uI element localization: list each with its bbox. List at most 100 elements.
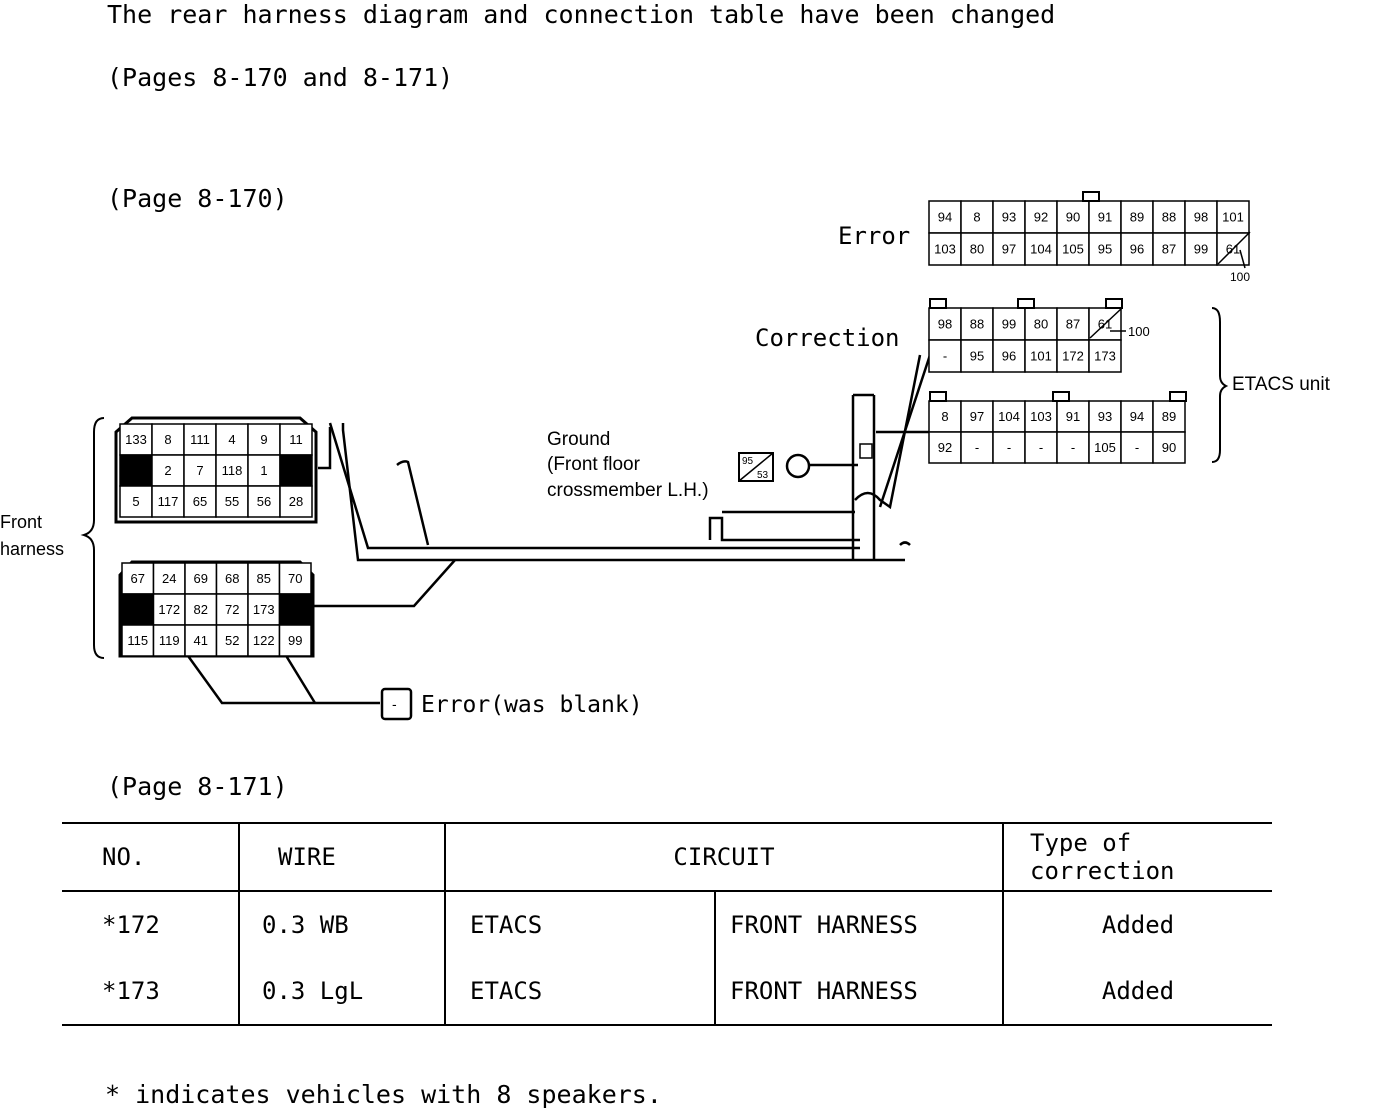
pin-number: 103 bbox=[1030, 409, 1052, 424]
connector-pin bbox=[1056, 431, 1090, 464]
pin-number: 92 bbox=[938, 440, 952, 455]
pin-number: 11 bbox=[289, 432, 303, 447]
blocked-pin bbox=[278, 593, 312, 626]
pin-number: 133 bbox=[125, 432, 147, 447]
cell-wire: 0.3 LgL bbox=[239, 958, 446, 1025]
pin-number: 93 bbox=[1002, 210, 1016, 225]
connector-pin bbox=[184, 624, 218, 657]
pin-number: 85 bbox=[257, 571, 271, 586]
pin-number: 99 bbox=[288, 633, 302, 648]
intro-line-2: (Pages 8-170 and 8-171) bbox=[107, 63, 454, 92]
table-row: *172 0.3 WB ETACS FRONT HARNESS Added bbox=[62, 891, 1272, 958]
pin-number: 69 bbox=[194, 571, 208, 586]
header-no: NO. bbox=[62, 823, 240, 891]
connector-pin bbox=[247, 562, 281, 595]
pin-number: 2 bbox=[164, 463, 171, 478]
connector-pin bbox=[1088, 431, 1122, 464]
connector-pin bbox=[121, 624, 155, 657]
pin-number: 96 bbox=[1130, 242, 1144, 257]
cell-type: Added bbox=[1101, 977, 1175, 1005]
connector-pin bbox=[279, 485, 313, 518]
pin-number: 68 bbox=[225, 571, 239, 586]
front-harness-label-2: harness bbox=[0, 539, 64, 559]
pin-number: 101 bbox=[1030, 349, 1052, 364]
pin-number: 94 bbox=[1130, 409, 1144, 424]
front-harness-brace bbox=[80, 417, 105, 659]
pin-number: - bbox=[943, 349, 947, 364]
ground-label-2: (Front floor bbox=[547, 454, 641, 475]
connector-pin bbox=[278, 624, 312, 657]
ground-point bbox=[785, 453, 811, 479]
connector-pin bbox=[960, 200, 994, 234]
pin-number: 8 bbox=[973, 210, 980, 225]
pin-number: 173 bbox=[1094, 349, 1116, 364]
pin-number: 87 bbox=[1066, 317, 1080, 332]
connector-pin bbox=[1024, 200, 1058, 234]
connector-pin bbox=[247, 423, 281, 456]
connector-pin bbox=[992, 232, 1026, 266]
table-row: *173 0.3 LgL ETACS FRONT HARNESS Added bbox=[62, 958, 1272, 1025]
connector-pin bbox=[960, 339, 994, 373]
pin-number: 67 bbox=[131, 571, 145, 586]
pin-number: 91 bbox=[1098, 210, 1112, 225]
cell-circuit-to: FRONT HARNESS bbox=[715, 958, 1004, 1025]
pin-number: 8 bbox=[164, 432, 171, 447]
header-type: Type of correction bbox=[1030, 829, 1175, 885]
pin-number: 172 bbox=[1062, 349, 1084, 364]
ground-connector: 95 53 bbox=[738, 452, 774, 482]
etacs-brace bbox=[1211, 307, 1229, 463]
pin-number: 65 bbox=[193, 494, 207, 509]
pin-number: 56 bbox=[257, 494, 271, 509]
blank-box-symbol-text: - bbox=[392, 696, 397, 712]
ground-label-3: crossmember L.H.) bbox=[547, 480, 709, 501]
pin-number: 28 bbox=[289, 494, 303, 509]
connector-pin bbox=[1216, 200, 1250, 234]
ground-label-1: Ground bbox=[547, 429, 610, 450]
footnote: * indicates vehicles with 8 speakers. bbox=[105, 1080, 662, 1109]
connector-pin bbox=[1024, 232, 1058, 266]
pin-number: 101 bbox=[1222, 210, 1244, 225]
connector-pin bbox=[215, 624, 249, 657]
pin-number: 24 bbox=[162, 571, 176, 586]
pin-number: 104 bbox=[1030, 242, 1052, 257]
cell-no: *173 bbox=[62, 958, 240, 1025]
connector-pin bbox=[278, 562, 312, 595]
pin-number: 80 bbox=[970, 242, 984, 257]
connector-pin bbox=[152, 624, 186, 657]
cell-wire: 0.3 WB bbox=[239, 891, 446, 958]
pin-number: 1 bbox=[260, 463, 267, 478]
connector-pin bbox=[1184, 232, 1218, 266]
connector-pin bbox=[928, 232, 962, 266]
pin-number: 172 bbox=[158, 602, 180, 617]
connector-pin bbox=[1088, 232, 1122, 266]
connector-pin bbox=[928, 339, 962, 373]
pin-number: 95 bbox=[970, 349, 984, 364]
blocked-pin bbox=[121, 593, 155, 626]
pin-number: 98 bbox=[1194, 210, 1208, 225]
pin-number: 119 bbox=[159, 633, 180, 648]
pin-number: 80 bbox=[1034, 317, 1048, 332]
pin-number: 111 bbox=[190, 432, 210, 447]
pin-number: 103 bbox=[934, 242, 956, 257]
correction-table: NO. WIRE CIRCUIT Type of correction *172… bbox=[62, 822, 1272, 1026]
blank-box-symbol bbox=[380, 687, 413, 721]
pin-number: - bbox=[1071, 440, 1075, 455]
pin-number: 105 bbox=[1062, 242, 1084, 257]
connector-pin bbox=[151, 485, 185, 518]
pin-number: 96 bbox=[1002, 349, 1016, 364]
pin-number: 88 bbox=[970, 317, 984, 332]
pin-number: - bbox=[975, 440, 979, 455]
blocked-pin bbox=[119, 454, 153, 487]
pin-number: 72 bbox=[225, 602, 239, 617]
cell-no: *172 bbox=[62, 891, 240, 958]
front-harness-label-1: Front bbox=[0, 512, 42, 532]
pin-number: 88 bbox=[1162, 210, 1176, 225]
header-circuit: CIRCUIT bbox=[445, 823, 1004, 891]
pin-number: 92 bbox=[1034, 210, 1048, 225]
